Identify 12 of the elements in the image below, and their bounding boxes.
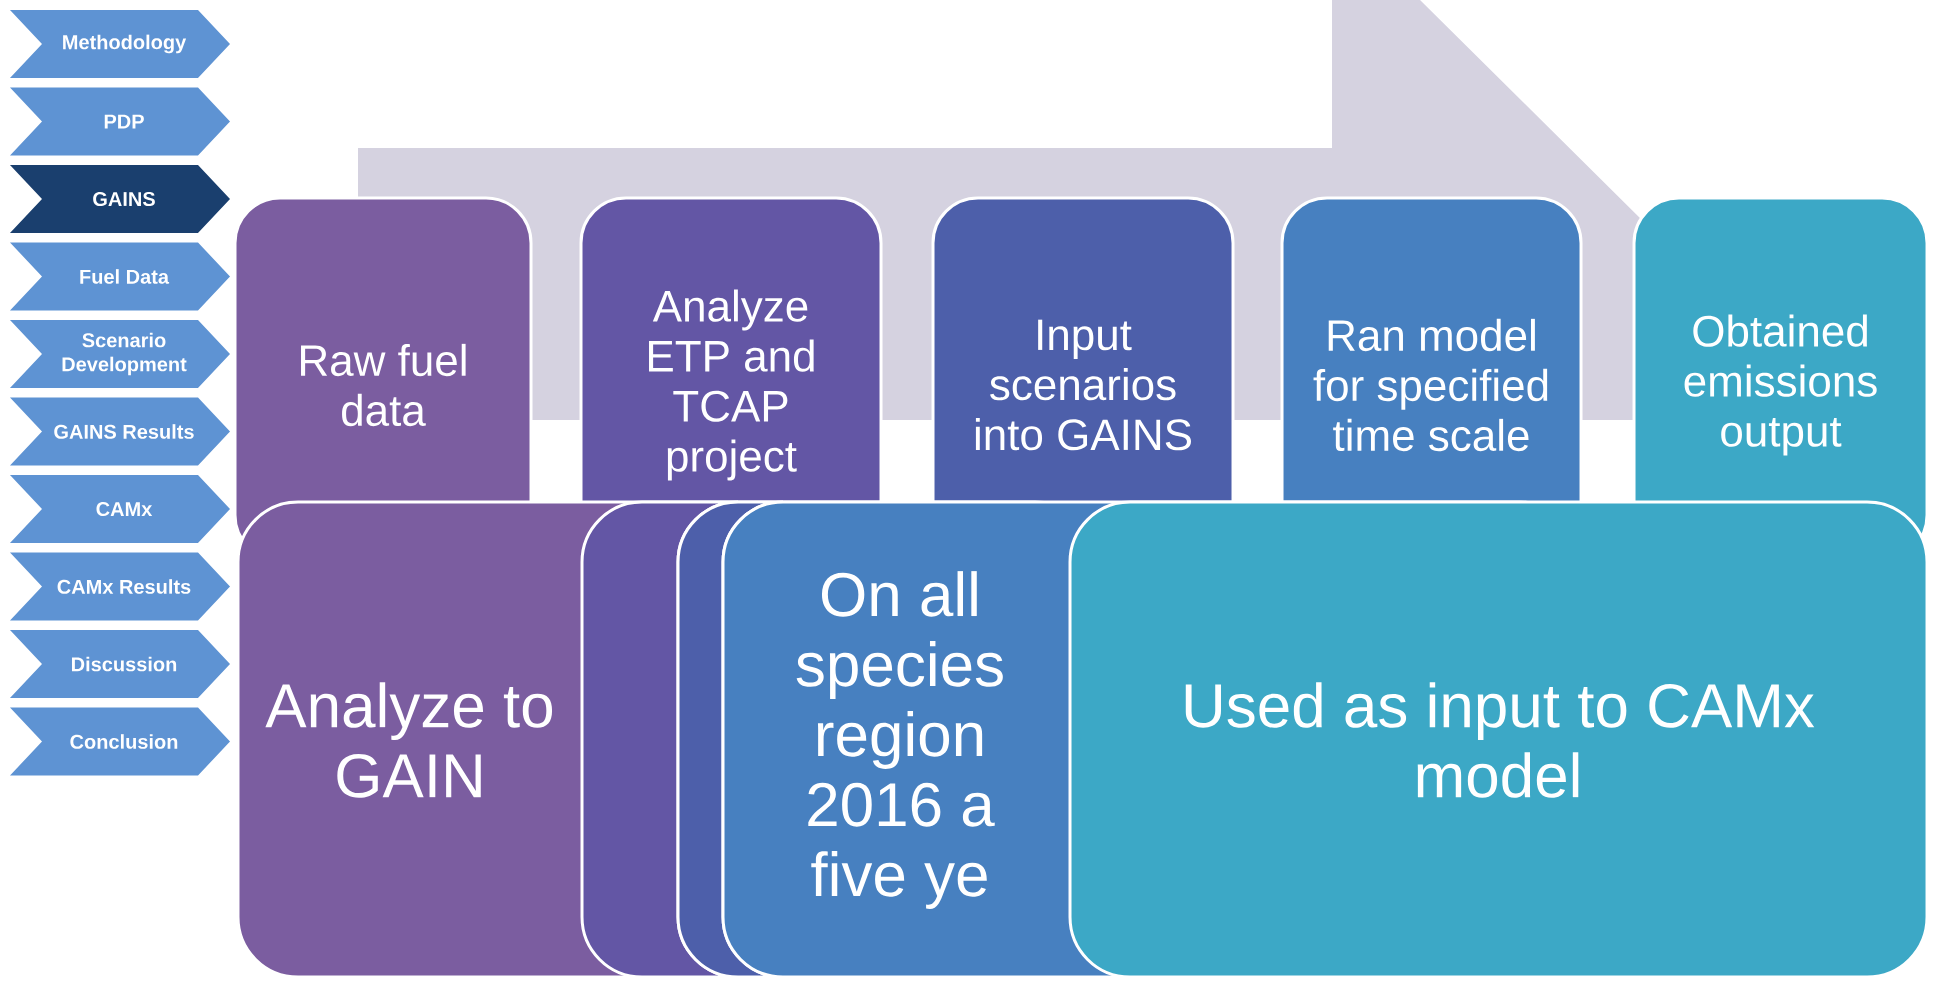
chevron-tab: Discussion (10, 630, 230, 698)
chevron-tab: GAINS Results (10, 397, 230, 466)
result-box: Used as input to CAMx model (1068, 500, 1929, 979)
chevron-tab: GAINS (10, 165, 230, 233)
node-label: Obtained emissions output (1684, 314, 1877, 456)
chevron-tab: CAMx (10, 475, 230, 543)
chevron-tab: Scenario Development (10, 320, 230, 388)
chevron-tab: CAMx Results (10, 552, 230, 621)
chevron-tab: Methodology (10, 10, 230, 78)
chevron-tab: Fuel Data (10, 242, 230, 311)
chevron-tab: Conclusion (10, 707, 230, 776)
chevron-tab: PDP (10, 87, 230, 156)
